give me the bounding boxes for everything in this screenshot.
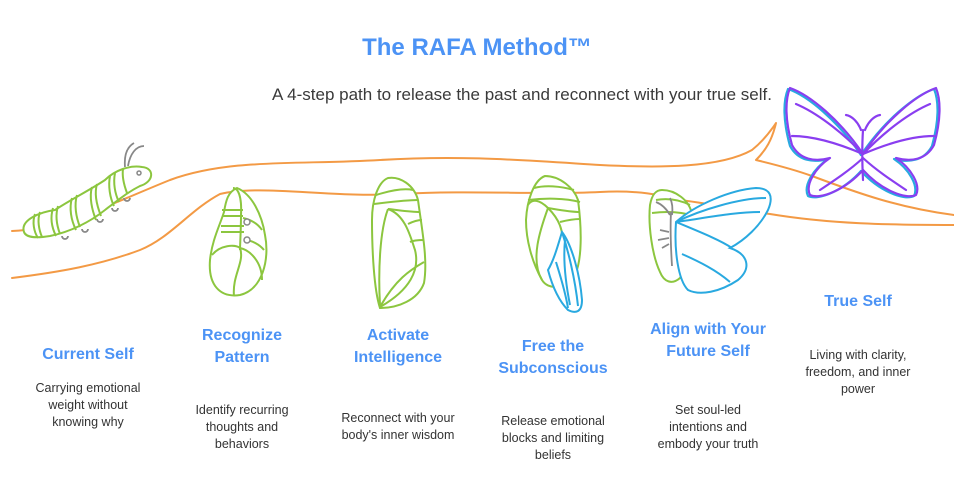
step-free-the-subconscious: Free the Subconscious Release emotional … bbox=[483, 336, 623, 462]
step-description: Carrying emotional weight without knowin… bbox=[35, 381, 141, 429]
step-true-self: True Self Living with clarity, freedom, … bbox=[788, 291, 928, 396]
step-label: Recognize Pattern bbox=[201, 327, 282, 366]
step-label: Current Self bbox=[42, 346, 134, 363]
page-subtitle: A 4-step path to release the past and re… bbox=[272, 85, 772, 104]
step-current-self: Current Self Carrying emotional weight w… bbox=[18, 344, 158, 429]
step-recognize-pattern: Recognize Pattern Identify recurring tho… bbox=[172, 325, 312, 451]
step-description: Identify recurring thoughts and behavior… bbox=[195, 403, 289, 451]
butterfly-icon bbox=[783, 86, 941, 199]
step-label: Activate Intelligence bbox=[353, 327, 443, 366]
step-label: True Self bbox=[824, 293, 892, 310]
step-label: Align with Your Future Self bbox=[650, 321, 766, 360]
step-activate-intelligence: Activate Intelligence Reconnect with you… bbox=[328, 325, 468, 442]
chrysalis-wing-icon bbox=[524, 174, 584, 313]
step-description: Set soul-led intentions and embody your … bbox=[657, 403, 759, 451]
step-align-future-self: Align with Your Future Self Set soul-led… bbox=[636, 319, 780, 451]
branch-icon bbox=[11, 122, 954, 279]
page-title: The RAFA Method™ bbox=[362, 34, 592, 61]
step-label: Free the Subconscious bbox=[498, 338, 608, 377]
step-description: Release emotional blocks and limiting be… bbox=[501, 414, 605, 462]
curled-pupa-icon bbox=[208, 186, 268, 297]
emerging-butterfly-icon bbox=[648, 186, 772, 294]
chrysalis-icon bbox=[370, 176, 427, 310]
caterpillar-icon bbox=[22, 142, 153, 240]
step-description: Reconnect with your body's inner wisdom bbox=[341, 411, 455, 442]
step-description: Living with clarity, freedom, and inner … bbox=[805, 348, 911, 396]
